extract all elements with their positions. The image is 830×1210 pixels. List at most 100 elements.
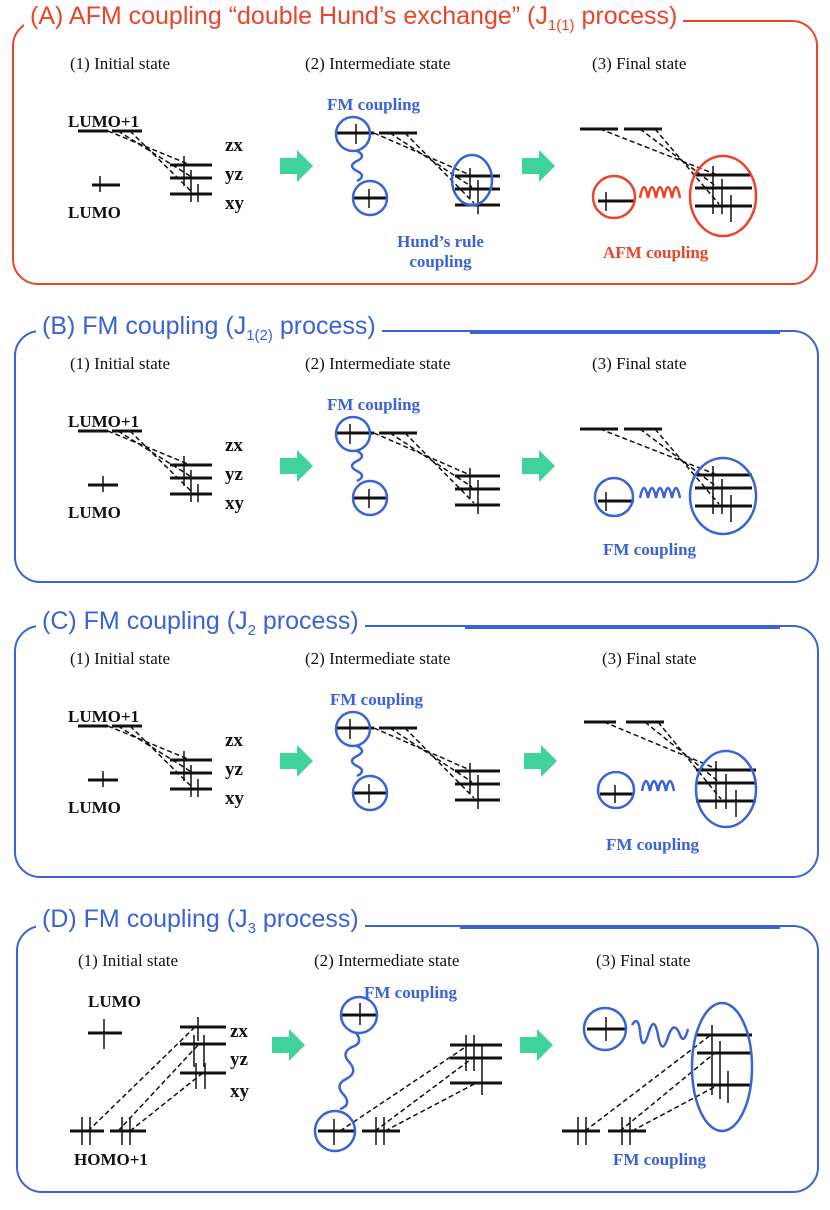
panel-b-hopping-lines: [107, 428, 720, 505]
panel-b-title: (B) FM coupling (J1(2) process): [36, 314, 382, 343]
panel-a-afm-spring: [638, 185, 682, 199]
panel-b-coupling-circles: [334, 415, 758, 536]
panel-b-lower-label: LUMO: [68, 503, 121, 522]
panel-d-title-main: (D) FM coupling (J: [42, 905, 248, 933]
panel-a-coupling-circles: [334, 115, 494, 217]
panel-c-coupling-circles: [334, 710, 758, 829]
panel-c-energy-diagram: [78, 710, 758, 829]
panel-a-title-main: (A) AFM coupling “double Hund’s exchange…: [30, 2, 548, 30]
panel-d-process-arrows: [272, 1029, 553, 1061]
panel-b-frame: [14, 330, 819, 583]
panel-a-step-2: (2) Intermediate state: [305, 54, 451, 73]
panel-c-fm-coupling-note: FM coupling: [330, 690, 424, 709]
panel-b-final-spring: [638, 486, 682, 499]
panel-a-fm-spring: [350, 149, 364, 183]
panel-a-levels: [78, 127, 752, 208]
panel-b-title-rule: [470, 332, 780, 334]
panel-a-spins: [99, 124, 732, 222]
panel-d-upper-label: LUMO: [88, 992, 141, 1011]
panel-c-lower-label: LUMO: [68, 798, 121, 817]
panel-b-title-sub: 1(2): [246, 327, 273, 344]
panel-a-step-3: (3) Final state: [592, 54, 687, 73]
panel-c-process-arrows: [280, 745, 557, 777]
panel-a: (A) AFM coupling “double Hund’s exchange…: [0, 0, 830, 290]
panel-b-spins: [102, 424, 732, 522]
panel-c-final-coupling-note: FM coupling: [606, 835, 700, 854]
panel-a-title: (A) AFM coupling “double Hund’s exchange…: [24, 2, 684, 34]
panel-b: (B) FM coupling (J1(2) process) (1) Init…: [0, 300, 830, 590]
panel-c-title-sub: 2: [247, 622, 256, 639]
panel-a-hopping-lines: [107, 128, 720, 205]
panel-b-orbital-zx: zx: [225, 435, 243, 456]
panel-a-orbital-yz: yz: [225, 164, 243, 185]
panel-b-step-2: (2) Intermediate state: [305, 354, 451, 373]
panel-c-levels: [78, 720, 756, 803]
panel-a-hunds-rule-note: Hund’s rule coupling: [397, 232, 484, 272]
panel-d-levels: [70, 1013, 752, 1133]
panel-d-fm-spring: [338, 1032, 361, 1111]
panel-a-title-end: process): [574, 2, 678, 30]
panel-c-title-end: process): [255, 607, 359, 635]
panel-b-fm-coupling-note: FM coupling: [327, 395, 421, 414]
panel-a-step-1: (1) Initial state: [70, 54, 171, 73]
panel-c-step-2: (2) Intermediate state: [305, 649, 451, 668]
panel-a-process-arrows: [280, 150, 555, 182]
panel-d-hopping-lines: [87, 1025, 721, 1132]
panel-d-orbital-zx: zx: [230, 1021, 248, 1042]
panel-a-lower-label: LUMO: [68, 203, 121, 222]
panel-b-orbital-xy: xy: [225, 493, 244, 514]
panel-a-orbital-zx: zx: [225, 135, 243, 156]
panel-c-step-1: (1) Initial state: [70, 649, 171, 668]
panel-c-hopping-lines: [107, 721, 722, 800]
panel-c-orbital-zx: zx: [225, 730, 243, 751]
panel-a-title-sub: 1(1): [547, 17, 575, 34]
panel-b-energy-diagram: [78, 415, 758, 536]
panel-d: (D) FM coupling (J3 process) (1) Initial…: [0, 895, 830, 1205]
panel-c-fm-spring: [350, 744, 364, 778]
panel-c-title-rule: [465, 627, 780, 629]
panel-b-title-end: process): [272, 312, 376, 340]
panel-b-title-main: (B) FM coupling (J: [42, 312, 247, 340]
panel-b-orbital-yz: yz: [225, 464, 243, 485]
panel-d-title-sub: 3: [247, 920, 256, 937]
panel-a-energy-diagram: [78, 115, 758, 238]
panel-b-step-1: (1) Initial state: [70, 354, 171, 373]
panel-d-step-3: (3) Final state: [596, 951, 691, 970]
panel-b-final-coupling-note: FM coupling: [603, 540, 697, 559]
panel-d-spins: [81, 1003, 729, 1145]
panel-d-final-coupling-note: FM coupling: [613, 1150, 707, 1169]
panel-b-process-arrows: [280, 450, 555, 482]
panel-d-coupling-circles: [313, 995, 754, 1153]
panel-d-title-end: process): [255, 905, 359, 933]
panel-b-step-3: (3) Final state: [592, 354, 687, 373]
panel-d-orbital-xy: xy: [230, 1081, 249, 1102]
panel-c-orbital-xy: xy: [225, 788, 244, 809]
panel-c-upper-label: LUMO+1: [68, 707, 140, 726]
panel-d-step-1: (1) Initial state: [78, 951, 179, 970]
panel-d-frame: [16, 925, 819, 1193]
panel-b-levels: [78, 427, 752, 508]
panel-c-step-3: (3) Final state: [602, 649, 697, 668]
panel-c-final-spring: [640, 779, 676, 792]
panel-d-final-spring: [630, 1019, 690, 1048]
panel-c-frame: [14, 625, 819, 878]
panel-d-fm-coupling-note: FM coupling: [364, 983, 458, 1002]
panel-d-lower-label: HOMO+1: [74, 1150, 148, 1169]
panel-c-spins: [102, 719, 737, 817]
panel-c: (C) FM coupling (J2 process) (1) Initial…: [0, 595, 830, 885]
panel-d-orbital-yz: yz: [230, 1049, 248, 1070]
panel-d-title-rule: [460, 927, 780, 929]
panel-a-fm-coupling-note: FM coupling: [327, 95, 421, 114]
panel-c-title-main: (C) FM coupling (J: [42, 607, 248, 635]
panel-a-afm-coupling-note: AFM coupling: [603, 243, 709, 262]
panel-a-upper-label: LUMO+1: [68, 112, 140, 131]
panel-d-step-2: (2) Intermediate state: [314, 951, 460, 970]
panel-c-title: (C) FM coupling (J2 process): [36, 609, 365, 638]
panel-c-orbital-yz: yz: [225, 759, 243, 780]
panel-d-energy-diagram: [70, 995, 754, 1153]
panel-a-orbital-xy: xy: [225, 193, 244, 214]
panel-b-upper-label: LUMO+1: [68, 412, 140, 431]
panel-a-afm-circles: [591, 154, 758, 238]
panel-d-title: (D) FM coupling (J3 process): [36, 907, 365, 936]
panel-b-fm-spring: [350, 449, 364, 483]
